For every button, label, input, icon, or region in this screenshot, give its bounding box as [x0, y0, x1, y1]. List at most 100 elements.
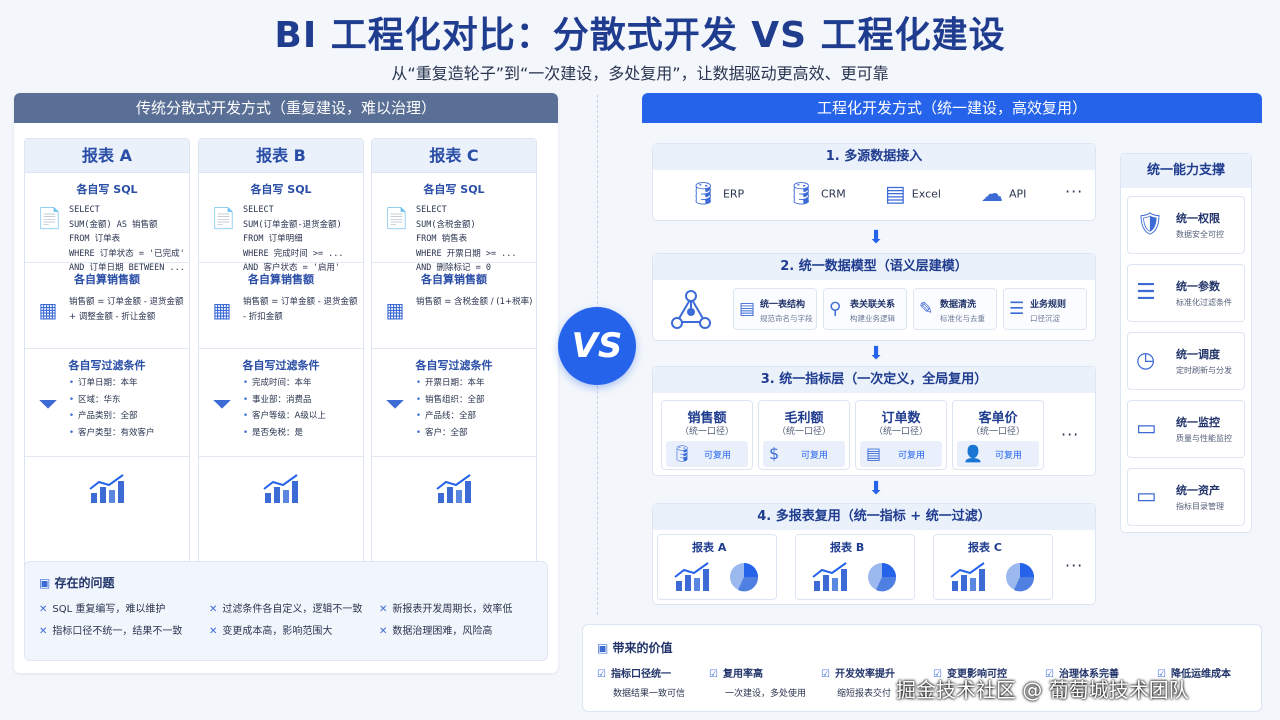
capability-desc: 指标目录管理 [1176, 502, 1224, 511]
reused-report-title: 报表 C [968, 541, 1002, 554]
bar-chart-icon [436, 474, 471, 503]
calculator-icon: ▦ [385, 298, 405, 322]
arrow-down-icon: ⬇ [868, 478, 884, 499]
calc-line: 销售额 = 含税金额 / (1+税率) [416, 297, 533, 307]
engineering-header: 工程化开发方式（统一建设，高效复用） [642, 93, 1262, 123]
model-item-desc: 口径沉淀 [1030, 314, 1060, 323]
filter-section: 各自写过滤条件⏷订单日期：本年区域：华东产品类别：全部客户类型：有效客户 [25, 349, 189, 457]
sql-line: FROM 订单明细 [243, 234, 303, 244]
value-heading: ☑降低运维成本 [1157, 665, 1231, 680]
metric-scope: （统一口径） [776, 427, 831, 437]
data-source-item: ☁API [981, 182, 1026, 207]
capability-item: ☰统一参数标准化过滤条件 [1127, 264, 1245, 322]
metric-name: 毛利额 [784, 411, 824, 426]
stage-metric-layer: 3. 统一指标层（一次定义，全局复用） 销售额（统一口径）🛢可复用毛利额（统一口… [652, 366, 1096, 476]
issue-item: ✕新报表开发周期长，效率低 [379, 600, 512, 615]
metric-scope: （统一口径） [679, 427, 734, 437]
calc-line: + 调整金额 - 折让金额 [69, 311, 156, 322]
calc-formula: 销售额 = 订单金额 - 退货金额 + 调整金额 - 折让金额 [69, 295, 184, 324]
rules-list-icon: ☰ [1009, 299, 1025, 319]
issue-text: 指标口径不统一，结果不一致 [52, 626, 183, 637]
stage-title: 4. 多报表复用（统一指标 + 统一过滤） [653, 504, 1095, 530]
value-item: ☑复用率高一次建设，多处使用 [709, 665, 806, 699]
stage-data-model: 2. 统一数据模型（语义层建模） ▤统一表结构规范命名与字段⚲表关联关系构建业务… [652, 253, 1096, 341]
section-title: 各自写过滤条件 [242, 359, 320, 372]
filter-list: 完成时间：本年事业部：消费品客户等级：A级以上是否免税：是 [243, 375, 326, 441]
document-code-icon: 📄 [384, 206, 409, 230]
section-title: 各自写 SQL [423, 183, 485, 196]
calc-section: 各自算销售额▦销售额 = 含税金额 / (1+税率) [372, 263, 536, 349]
sql-line: WHERE 订单状态 = '已完成' [69, 248, 185, 259]
reusable-badge: 🛢可复用 [666, 441, 748, 467]
value-desc: 缩短报表交付 [837, 689, 892, 699]
reusable-badge: ▤可复用 [860, 441, 942, 467]
more-icon: ··· [1065, 556, 1084, 575]
capability-item: ◷ 统一调度定时刷新与分发 [1127, 332, 1245, 390]
value-desc: 数据结果一致可信 [613, 689, 686, 699]
checkbox-check-icon: ☑ [1157, 669, 1166, 680]
data-source-label: CRM [820, 187, 846, 201]
checkbox-check-icon: ☑ [709, 669, 718, 680]
filter-item: 是否免税：是 [243, 425, 326, 442]
filter-item: 客户：全部 [416, 425, 485, 442]
model-item-title: 业务规则 [1030, 300, 1067, 310]
database-icon: 🛢 [787, 182, 815, 207]
value-heading: ☑指标口径统一 [597, 665, 685, 680]
bar-chart-icon [950, 562, 985, 591]
value-heading-text: 开发效率提升 [834, 669, 895, 680]
report-column-title: 报表 A [25, 139, 189, 173]
calc-formula: 销售额 = 含税金额 / (1+税率) [416, 295, 532, 310]
value-heading: ☑ 开发效率提升 [821, 665, 895, 680]
issue-item: ✕过滤条件各自定义，逻辑不一致 [209, 600, 362, 615]
filter-item: 事业部：消费品 [243, 392, 326, 409]
value-heading-text: 复用率高 [722, 669, 763, 680]
model-item-desc: 标准化与去重 [940, 314, 985, 323]
filter-item: 客户类型：有效客户 [69, 425, 155, 442]
calc-line: 销售额 = 订单金额 - 退货金额 [69, 297, 184, 307]
filter-section: 各自写过滤条件⏷完成时间：本年事业部：消费品客户等级：A级以上是否免税：是 [199, 349, 363, 457]
cross-icon: ✕ [379, 626, 388, 637]
issue-item: ✕ 指标口径不统一，结果不一致 [39, 622, 182, 637]
calc-section: 各自算销售额▦销售额 = 订单金额 - 退货金额- 折扣金额 [199, 263, 363, 349]
capability-desc: 定时刷新与分发 [1176, 366, 1232, 375]
calc-line: 销售额 = 订单金额 - 退货金额 [243, 297, 358, 307]
sql-line: SUM(金额) AS 销售额 [69, 219, 158, 230]
database-icon: 🛢 [689, 182, 717, 207]
money-bag-icon: $ [769, 444, 780, 463]
checkbox-check-icon: ☑ [821, 669, 830, 680]
vs-badge: VS [558, 307, 636, 385]
metric-name: 订单数 [881, 411, 921, 426]
capability-item: ▭统一监控质量与性能监控 [1127, 400, 1245, 458]
reusable-label: 可复用 [801, 451, 829, 461]
cross-icon: ✕ [39, 626, 48, 637]
watermark: 掘金技术社区 @ 葡萄城技术团队 [896, 678, 1189, 702]
issue-item: ✕SQL 重复编写，难以维护 [39, 600, 165, 615]
funnel-icon: ⏷ [385, 390, 405, 418]
sql-line: SELECT [69, 205, 100, 215]
metric-card: 订单数（统一口径）▤可复用 [855, 400, 947, 470]
arrow-down-icon: ⬇ [868, 343, 884, 364]
value-box: ▣ 带来的价值 ☑指标口径统一数据结果一致可信☑复用率高一次建设，多处使用☑开发… [582, 624, 1262, 712]
sql-line: AND 删除标记 = 0 [416, 263, 491, 273]
user-icon: 👤 [963, 444, 983, 463]
issue-item: ✕ 数据治理困难，风险高 [379, 622, 492, 637]
value-item: ☑ 开发效率提升缩短报表交付 [821, 665, 895, 699]
database-icon: 🛢 [672, 444, 693, 463]
more-icon: ··· [1061, 425, 1080, 444]
report-column-title: 报表 B [199, 139, 363, 173]
calculator-icon: ▦ [38, 298, 58, 322]
stage-title: 1. 多源数据接入 [653, 144, 1095, 170]
sql-line: AND 客户状态 = '启用' [243, 263, 341, 273]
arrow-down-icon: ⬇ [868, 227, 884, 248]
bar-chart-icon [89, 474, 124, 503]
capability-title: 统一调度 [1176, 348, 1220, 361]
cross-icon: ✕ [209, 626, 218, 637]
table-structure-icon: ▤ [739, 299, 756, 319]
issue-text: 数据治理困难，风险高 [392, 626, 493, 637]
clock-icon: ◷ [1136, 348, 1156, 373]
